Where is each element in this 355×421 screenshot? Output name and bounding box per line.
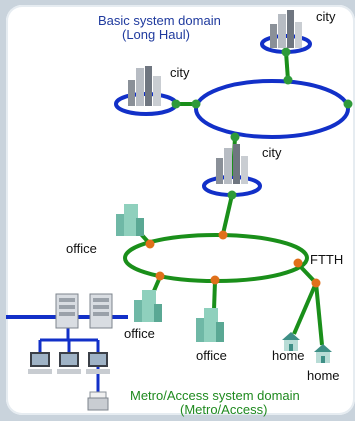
basic-domain-title: Basic system domain (Long Haul) (98, 14, 221, 42)
label-city-left: city (170, 65, 190, 80)
link-ftth-home2 (314, 282, 324, 346)
label-home-1: home (272, 348, 305, 363)
label-home-2: home (307, 368, 340, 383)
label-office-lower: office (124, 326, 155, 341)
city-icon (270, 10, 302, 48)
link-citytop-ring (284, 51, 290, 81)
link-ftth-home1 (292, 282, 318, 335)
computer-icon (86, 352, 110, 374)
basic-domain-title-line2: (Long Haul) (122, 27, 190, 42)
network-nodes (145, 47, 353, 288)
home-icon (282, 332, 300, 351)
label-city-mid: city (262, 145, 282, 160)
long-haul-ring (194, 79, 350, 139)
office-icon (116, 204, 144, 236)
metro-domain-title-line1: Metro/Access system domain (130, 388, 300, 403)
metro-domain-title: Metro/Access system domain (Metro/Access… (130, 389, 300, 417)
computer-icon (28, 352, 52, 374)
office-icon (196, 308, 224, 342)
home-icon (314, 344, 332, 363)
city-icon (216, 144, 248, 184)
printer-icon (87, 391, 109, 411)
server-rack-icon (55, 293, 79, 329)
city-icon (128, 66, 161, 106)
link-metro-office-bottom (212, 280, 217, 311)
link-citymid-metro (221, 194, 234, 235)
server-rack-icon (89, 293, 113, 329)
office-icon (134, 290, 162, 322)
metro-domain-title-line2: (Metro/Access) (180, 402, 268, 417)
label-office-bottom: office (196, 348, 227, 363)
label-office-left: office (66, 241, 97, 256)
computer-icon (57, 352, 81, 374)
label-city-top: city (316, 9, 336, 24)
basic-domain-title-line1: Basic system domain (98, 13, 221, 28)
label-ftth: FTTH (310, 252, 344, 267)
